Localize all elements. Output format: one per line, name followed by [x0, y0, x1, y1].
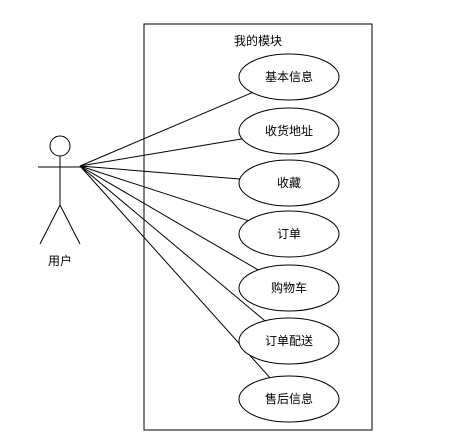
- system-title: 我的模块: [234, 33, 282, 48]
- use-case-label: 订单配送: [265, 333, 313, 348]
- actor-left-leg: [39, 204, 61, 245]
- use-case: 收货地址: [238, 107, 340, 155]
- use-case-ellipse: [238, 264, 340, 312]
- association-line: [79, 138, 243, 167]
- use-case-ellipse: [238, 375, 340, 423]
- actor-head: [49, 135, 71, 157]
- association-line: [79, 165, 271, 379]
- use-case-ellipse: [238, 53, 340, 101]
- association-line: [79, 165, 266, 322]
- use-case: 订单: [238, 210, 340, 258]
- use-case-ellipse: [238, 317, 340, 365]
- actor-right-leg: [59, 204, 81, 245]
- use-case: 收藏: [238, 159, 340, 207]
- use-case-label: 收货地址: [265, 123, 313, 138]
- use-case-ellipse: [238, 159, 340, 207]
- use-case: 基本信息: [238, 53, 340, 101]
- use-case-ellipse: [238, 210, 340, 258]
- use-case-label: 售后信息: [265, 391, 313, 406]
- use-case-label: 订单: [277, 227, 301, 241]
- use-case-label: 购物车: [271, 280, 307, 295]
- use-case-ellipse: [238, 107, 340, 155]
- system-boundary: [143, 23, 373, 431]
- actor-user: [38, 135, 82, 245]
- association-line: [79, 165, 249, 222]
- use-case: 售后信息: [238, 375, 340, 423]
- associations: [79, 92, 271, 379]
- association-line: [79, 92, 253, 167]
- use-case: 购物车: [238, 264, 340, 312]
- use-case-label: 基本信息: [265, 69, 313, 84]
- actor-label: 用户: [48, 253, 72, 268]
- use-case-label: 收藏: [277, 176, 301, 190]
- association-line: [79, 165, 240, 180]
- use-case: 订单配送: [238, 317, 340, 365]
- association-line: [79, 165, 259, 271]
